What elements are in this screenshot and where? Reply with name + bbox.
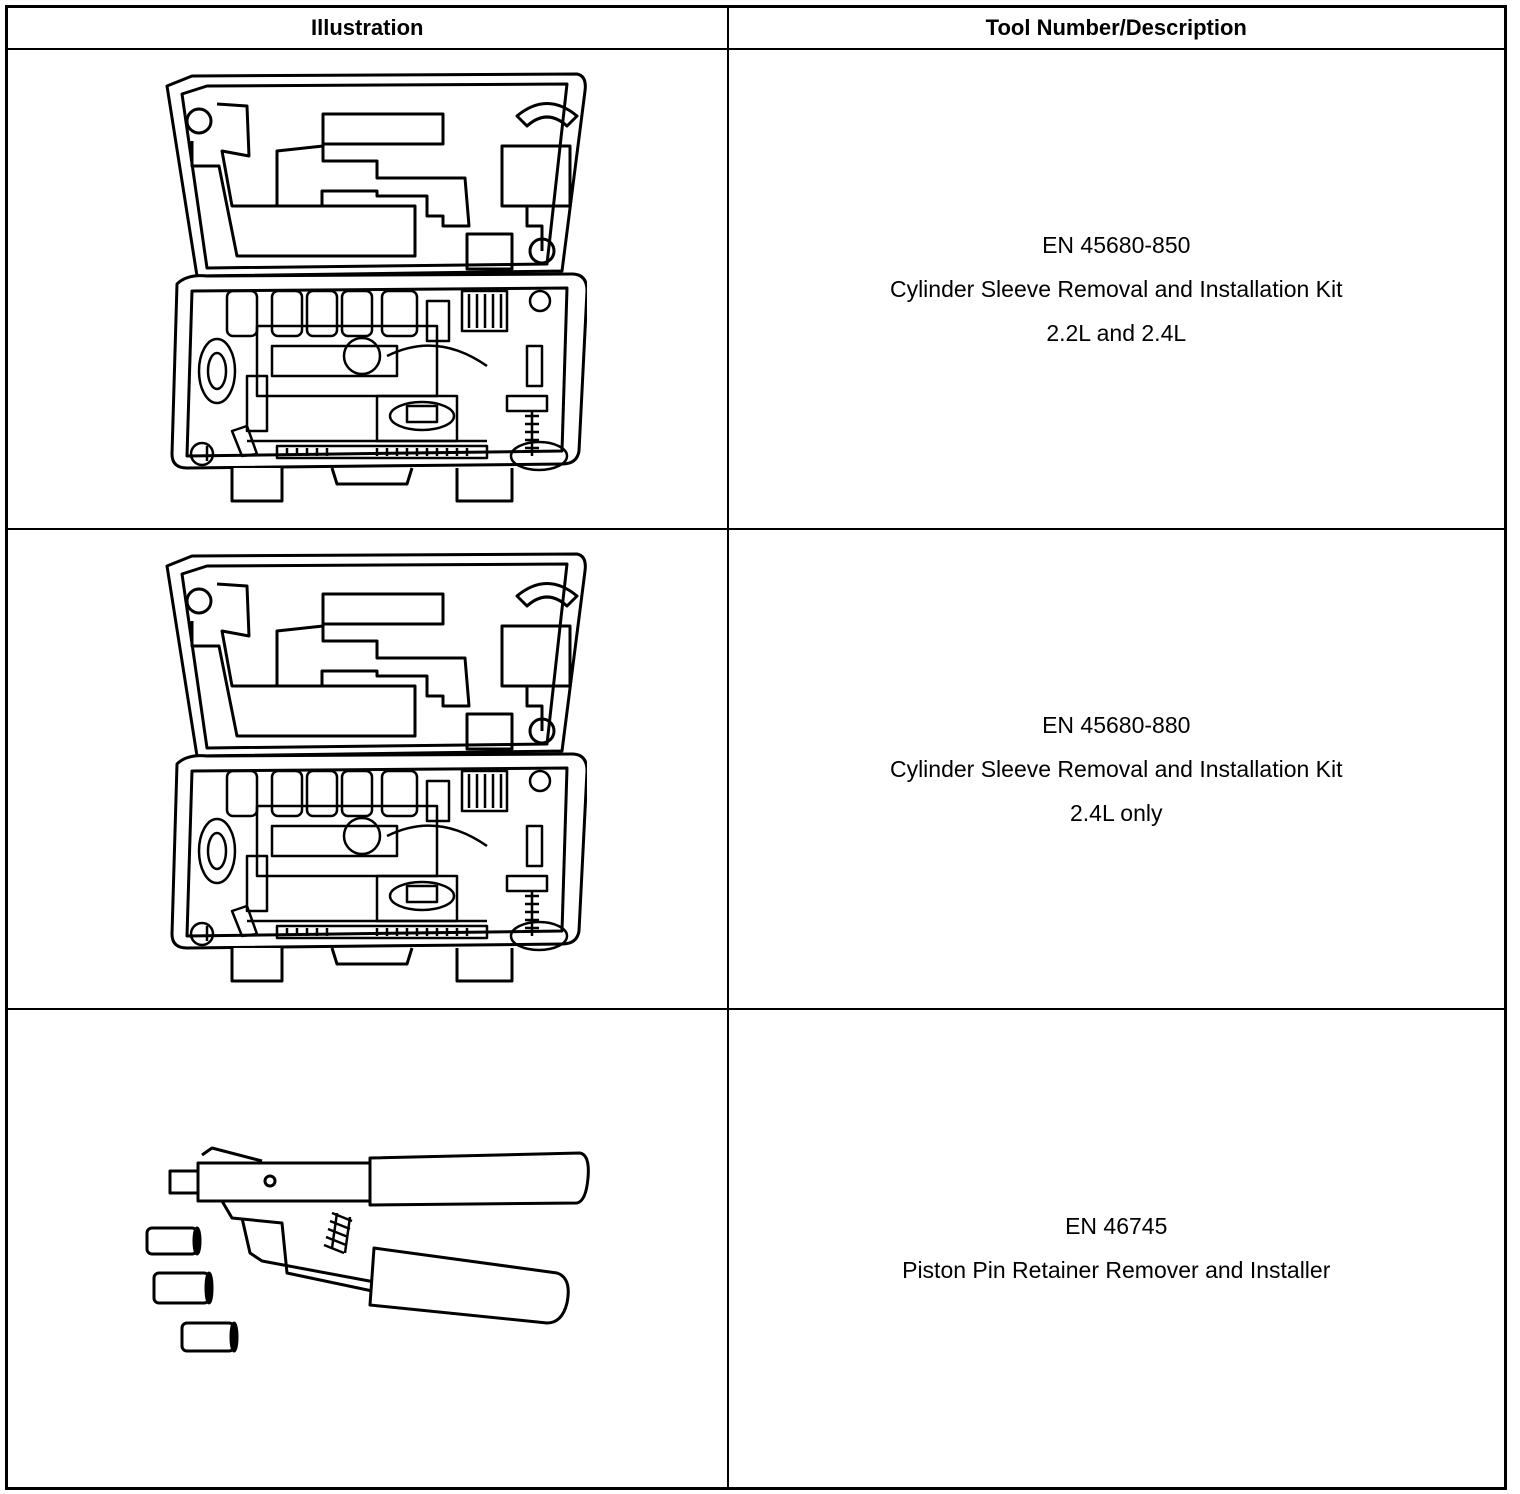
tool-number: EN 45680-850 [1042,231,1191,258]
illustration-cell [5,527,729,1010]
header-illustration: Illustration [5,5,729,50]
tool-case-kit-icon [165,72,588,503]
illustration-cell [5,47,729,530]
header-tool-description: Tool Number/Description [726,5,1507,50]
tool-description: Piston Pin Retainer Remover and Installe… [902,1257,1331,1284]
pliers-with-adapters-icon [145,1146,591,1353]
tool-number: EN 45680-880 [1042,711,1191,738]
tool-case-kit-icon [165,552,588,983]
tool-number: EN 46745 [1065,1213,1168,1240]
tool-note: 2.4L only [1070,799,1163,826]
tool-note: 2.2L and 2.4L [1046,319,1187,346]
table-row: EN 46745 Piston Pin Retainer Remover and… [5,1007,1507,1490]
tool-description: Cylinder Sleeve Removal and Installation… [889,755,1343,782]
description-cell: EN 45680-880 Cylinder Sleeve Removal and… [726,527,1507,1010]
tool-description: Cylinder Sleeve Removal and Installation… [889,275,1343,302]
special-tools-table: Illustration Tool Number/Description [5,5,1507,1490]
description-cell: EN 46745 Piston Pin Retainer Remover and… [726,1007,1507,1490]
header-row: Illustration Tool Number/Description [5,5,1507,50]
illustration-cell [5,1007,729,1490]
description-cell: EN 45680-850 Cylinder Sleeve Removal and… [726,47,1507,530]
table-row: EN 45680-880 Cylinder Sleeve Removal and… [5,527,1507,1010]
table-row: EN 45680-850 Cylinder Sleeve Removal and… [5,47,1507,530]
